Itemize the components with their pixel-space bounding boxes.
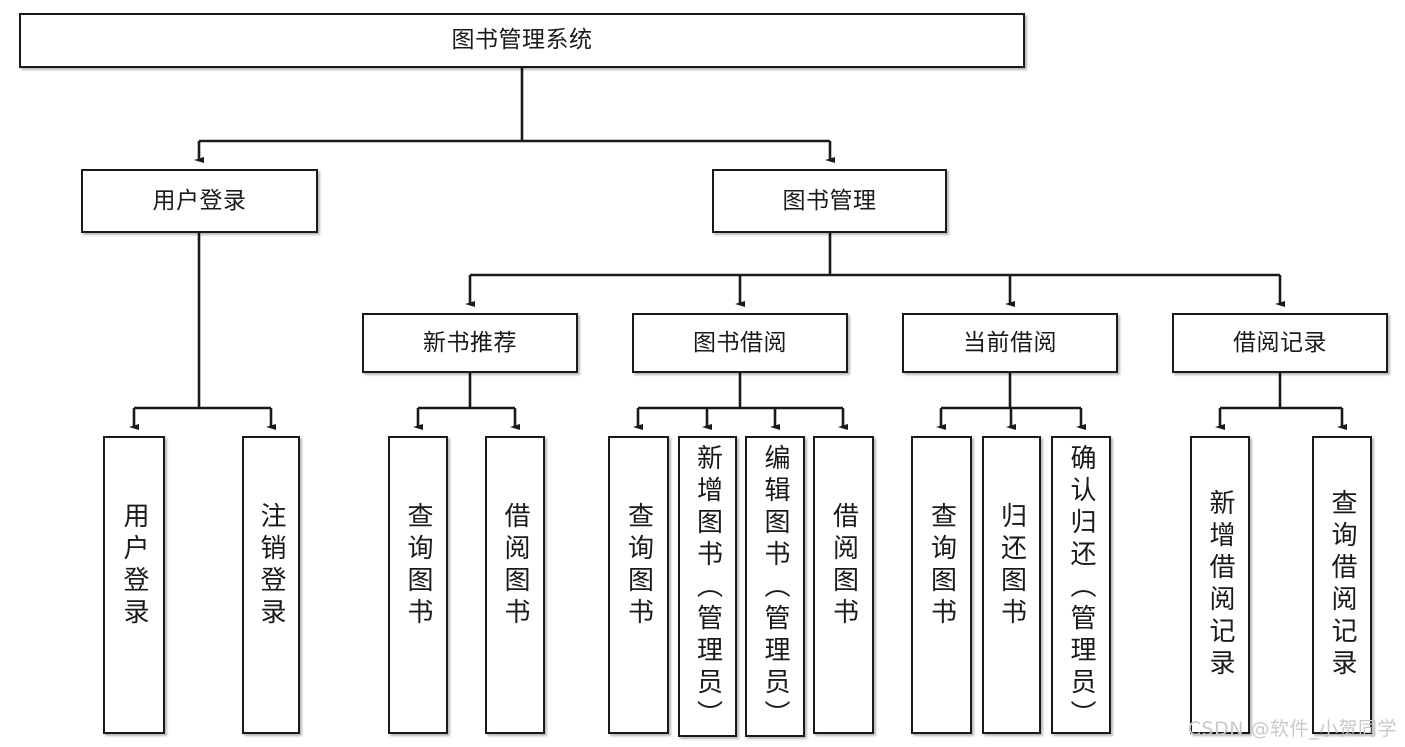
node-book-manage[interactable]: 图书管理 [712, 169, 947, 233]
node-user-login[interactable]: 用户登录 [81, 169, 318, 233]
node-leaf-query-book-3-label: 查询图书 [926, 502, 957, 630]
node-leaf-confirm-return-admin-label: 确认归还（管理员） [1066, 444, 1096, 732]
node-borrow-record-label: 借阅记录 [1233, 329, 1327, 356]
node-leaf-add-borrow-record-label: 新增借阅记录 [1205, 489, 1235, 681]
node-leaf-query-book-3[interactable]: 查询图书 [911, 436, 972, 734]
node-leaf-user-login[interactable]: 用户登录 [103, 436, 165, 734]
node-leaf-add-borrow-record[interactable]: 新增借阅记录 [1190, 436, 1250, 734]
node-leaf-add-book-admin-label: 新增图书（管理员） [692, 444, 723, 732]
node-book-manage-label: 图书管理 [782, 187, 877, 214]
node-leaf-logout[interactable]: 注销登录 [242, 436, 300, 734]
node-leaf-edit-book-admin-label: 编辑图书（管理员） [760, 444, 790, 732]
node-leaf-query-book-1[interactable]: 查询图书 [388, 436, 448, 734]
node-current-borrow-label: 当前借阅 [963, 329, 1057, 356]
node-leaf-edit-book-admin[interactable]: 编辑图书（管理员） [745, 436, 805, 737]
node-new-book-recommend[interactable]: 新书推荐 [362, 313, 578, 373]
node-user-login-label: 用户登录 [152, 187, 247, 214]
node-leaf-query-book-1-label: 查询图书 [403, 502, 433, 630]
node-leaf-return-book[interactable]: 归还图书 [982, 436, 1041, 734]
node-leaf-query-book-2[interactable]: 查询图书 [608, 436, 669, 734]
node-leaf-user-login-label: 用户登录 [119, 502, 149, 630]
node-root-label: 图书管理系统 [451, 27, 593, 54]
node-leaf-borrow-book-2-label: 借阅图书 [828, 502, 859, 630]
node-leaf-confirm-return-admin[interactable]: 确认归还（管理员） [1051, 436, 1111, 734]
node-root[interactable]: 图书管理系统 [19, 13, 1025, 68]
node-current-borrow[interactable]: 当前借阅 [902, 313, 1118, 373]
node-leaf-borrow-book-1-label: 借阅图书 [500, 502, 530, 630]
node-book-borrow[interactable]: 图书借阅 [632, 313, 848, 373]
node-leaf-add-book-admin[interactable]: 新增图书（管理员） [678, 436, 737, 737]
node-leaf-return-book-label: 归还图书 [996, 502, 1027, 630]
node-leaf-query-book-2-label: 查询图书 [623, 502, 654, 630]
node-new-book-recommend-label: 新书推荐 [423, 329, 517, 356]
node-leaf-query-borrow-record[interactable]: 查询借阅记录 [1312, 436, 1372, 734]
node-leaf-logout-label: 注销登录 [256, 502, 286, 630]
node-leaf-borrow-book-1[interactable]: 借阅图书 [485, 436, 545, 734]
node-leaf-borrow-book-2[interactable]: 借阅图书 [813, 436, 874, 734]
node-book-borrow-label: 图书借阅 [693, 329, 787, 356]
node-leaf-query-borrow-record-label: 查询借阅记录 [1327, 489, 1357, 681]
node-borrow-record[interactable]: 借阅记录 [1172, 313, 1388, 373]
